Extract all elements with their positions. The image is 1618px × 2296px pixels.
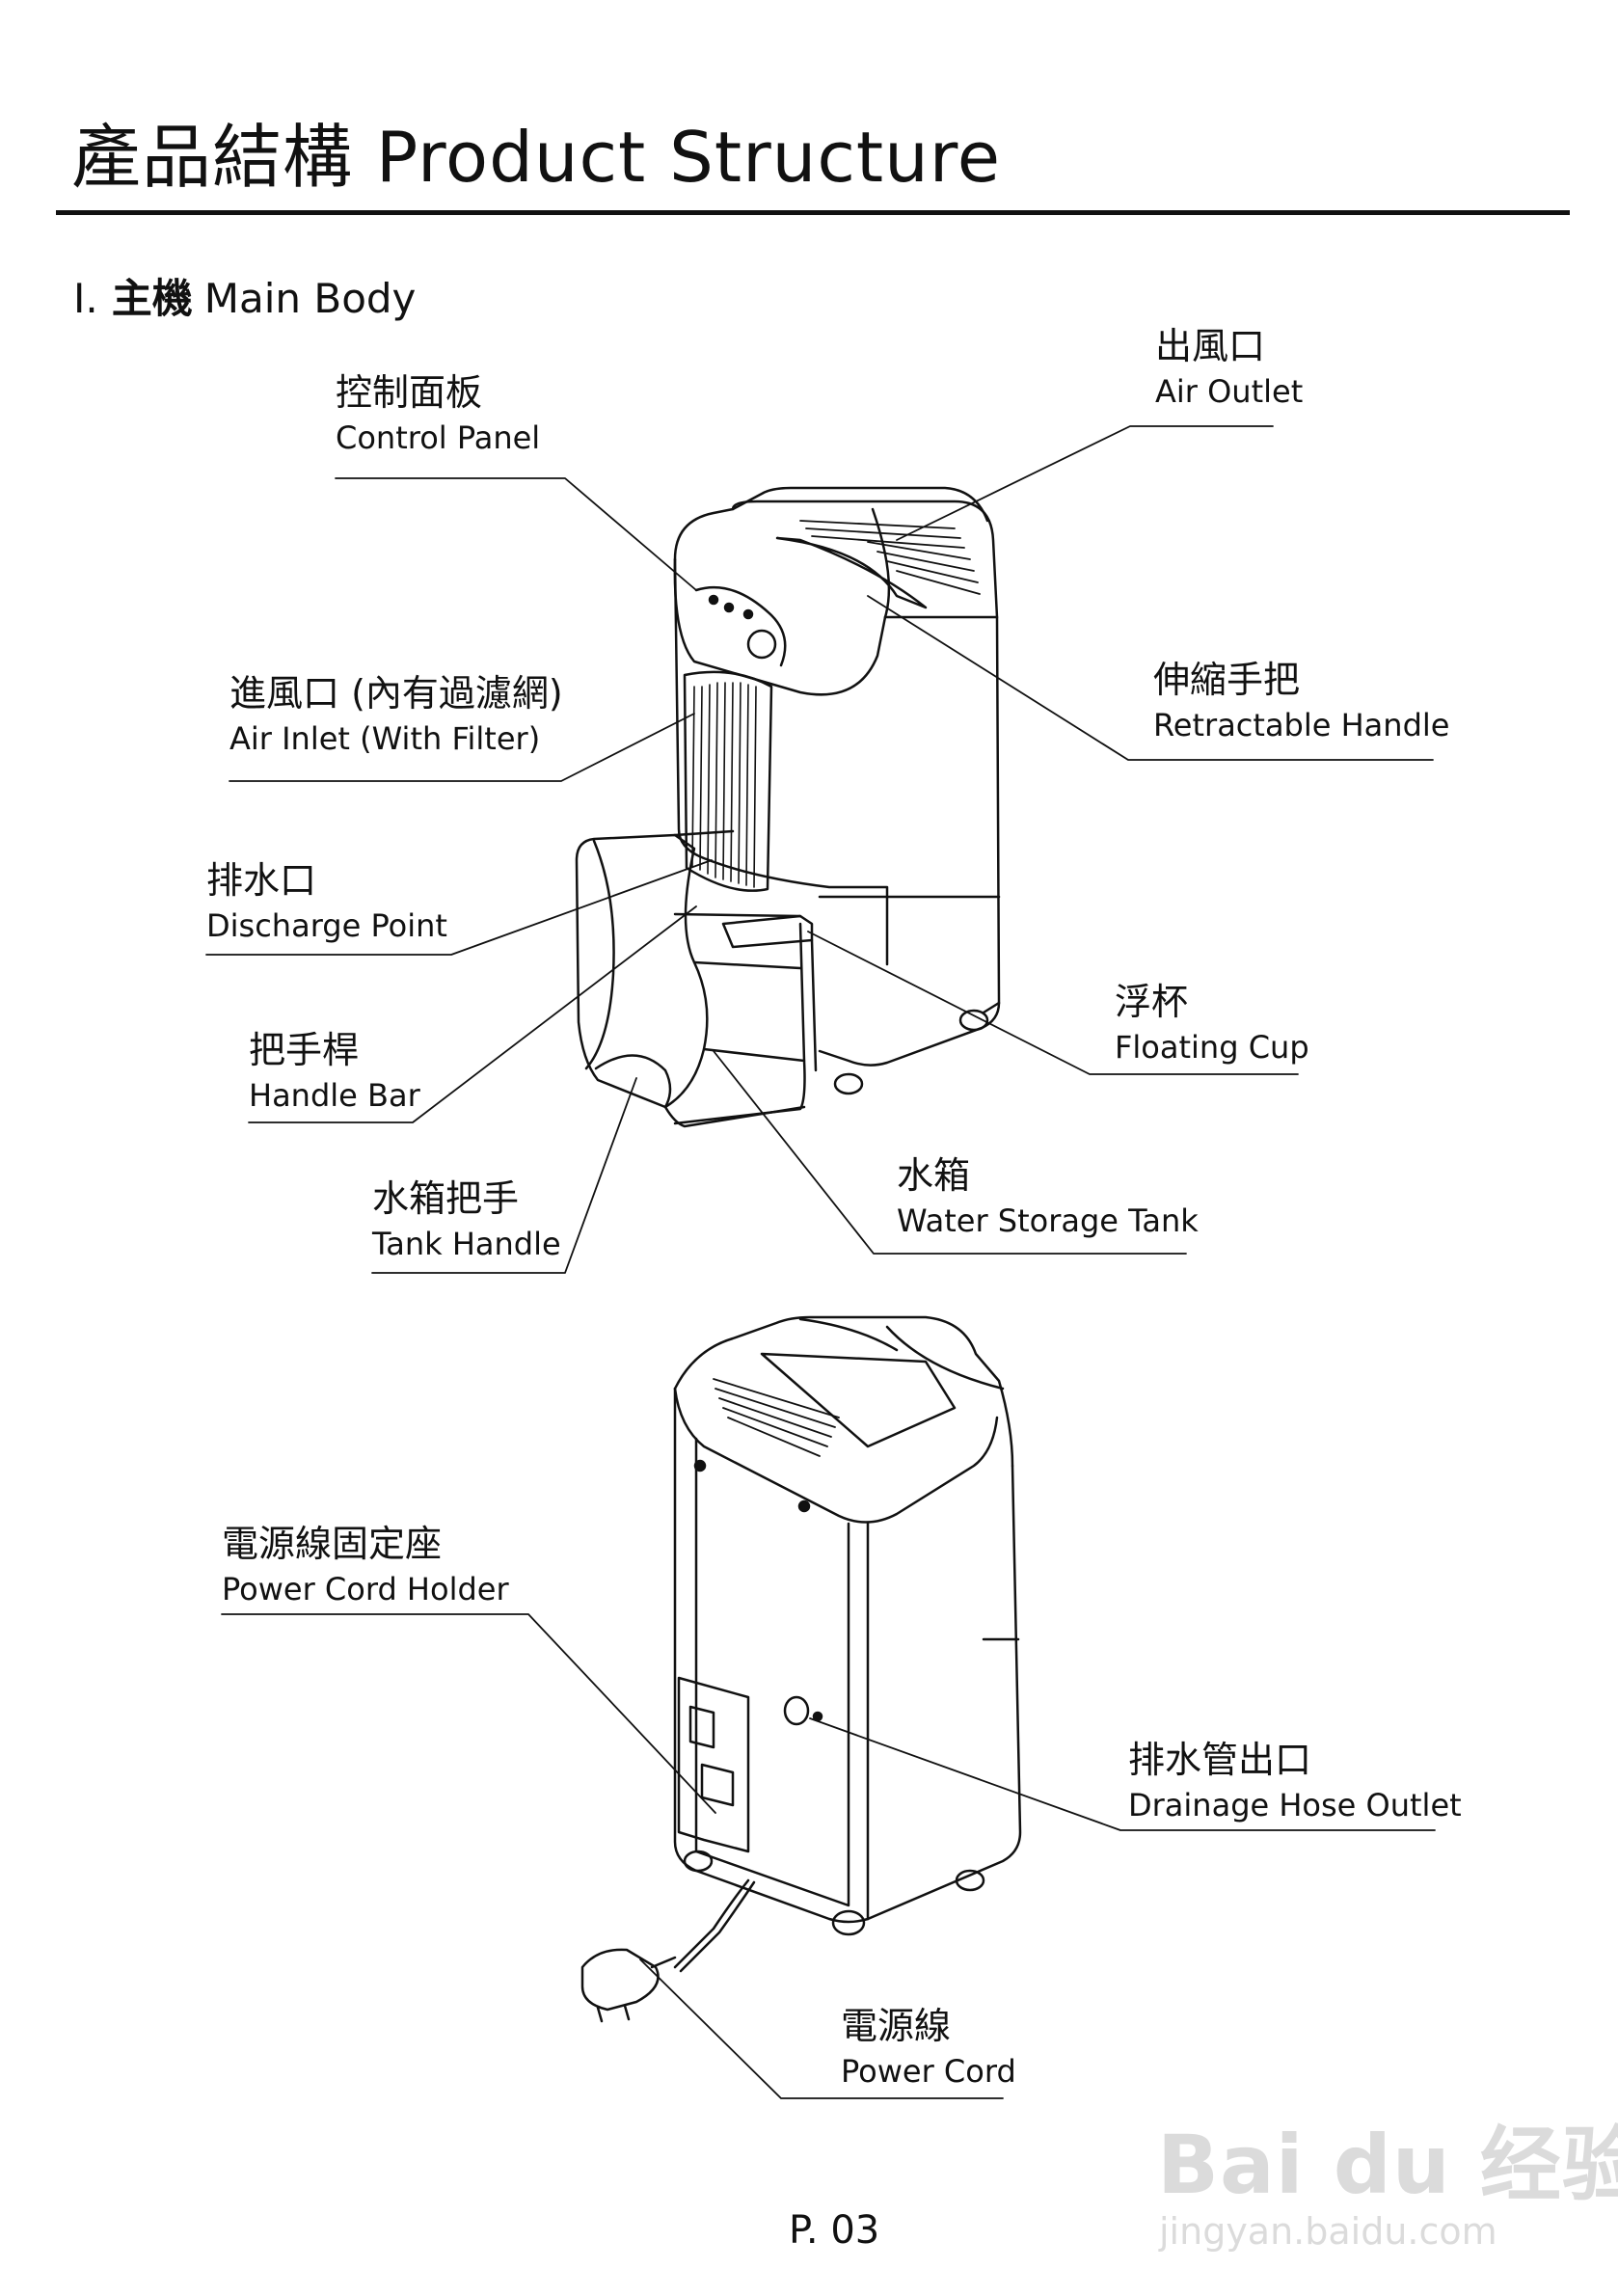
label-power-cord-en: Power Cord	[841, 2053, 1016, 2090]
label-handle-bar: 把手桿 Handle Bar	[249, 1032, 420, 1111]
label-water-storage-tank-zh: 水箱	[897, 1154, 971, 1197]
section-title-zh: 主機	[111, 275, 193, 322]
label-drainage-hose-outlet-zh: 排水管出口	[1128, 1739, 1312, 1781]
label-control-panel: 控制面板 Control Panel	[336, 374, 540, 453]
section-title-en: Main Body	[203, 275, 417, 322]
label-power-cord-zh: 電源線	[841, 2005, 952, 2047]
label-retractable-handle-en: Retractable Handle	[1153, 707, 1450, 743]
label-air-inlet-zh: 進風口 (內有過濾網)	[229, 672, 563, 715]
label-handle-bar-zh: 把手桿	[249, 1029, 360, 1071]
label-power-cord-holder-en: Power Cord Holder	[222, 1571, 509, 1607]
label-floating-cup-zh: 浮杯	[1115, 981, 1189, 1023]
label-power-cord-holder-zh: 電源線固定座	[222, 1523, 443, 1565]
rear-unit-illustration	[580, 1315, 1022, 2023]
label-floating-cup-en: Floating Cup	[1115, 1029, 1309, 1066]
label-discharge-point-en: Discharge Point	[206, 907, 447, 944]
label-floating-cup: 浮杯 Floating Cup	[1115, 984, 1309, 1063]
leader-lines	[205, 425, 1436, 2099]
label-air-outlet-en: Air Outlet	[1155, 373, 1304, 410]
label-discharge-point: 排水口 Discharge Point	[206, 862, 447, 941]
label-retractable-handle: 伸縮手把 Retractable Handle	[1153, 662, 1449, 741]
front-unit-illustration	[575, 486, 1001, 1128]
label-water-storage-tank-en: Water Storage Tank	[897, 1202, 1199, 1239]
label-power-cord-holder: 電源線固定座 Power Cord Holder	[222, 1526, 509, 1605]
label-tank-handle: 水箱把手 Tank Handle	[372, 1180, 561, 1259]
label-air-inlet: 進風口 (內有過濾網) Air Inlet (With Filter)	[229, 675, 563, 754]
label-control-panel-en: Control Panel	[336, 419, 541, 456]
label-drainage-hose-outlet: 排水管出口 Drainage Hose Outlet	[1128, 1742, 1462, 1821]
label-power-cord: 電源線 Power Cord	[841, 2008, 1016, 2087]
label-water-storage-tank: 水箱 Water Storage Tank	[897, 1157, 1199, 1236]
label-discharge-point-zh: 排水口	[206, 859, 317, 902]
section-number: I.	[73, 275, 98, 322]
label-handle-bar-en: Handle Bar	[249, 1077, 420, 1114]
label-air-inlet-en: Air Inlet (With Filter)	[229, 720, 541, 757]
label-control-panel-zh: 控制面板	[336, 371, 483, 414]
label-tank-handle-en: Tank Handle	[372, 1226, 561, 1262]
page-number: P. 03	[789, 2208, 880, 2253]
title-divider	[56, 210, 1570, 215]
label-tank-handle-zh: 水箱把手	[372, 1177, 520, 1220]
page-title: 產品結構 Product Structure	[71, 117, 1002, 198]
label-air-outlet: 出風口 Air Outlet	[1155, 328, 1303, 407]
label-retractable-handle-zh: 伸縮手把	[1153, 659, 1301, 701]
label-drainage-hose-outlet-en: Drainage Hose Outlet	[1128, 1787, 1462, 1823]
label-air-outlet-zh: 出風口	[1155, 325, 1266, 367]
